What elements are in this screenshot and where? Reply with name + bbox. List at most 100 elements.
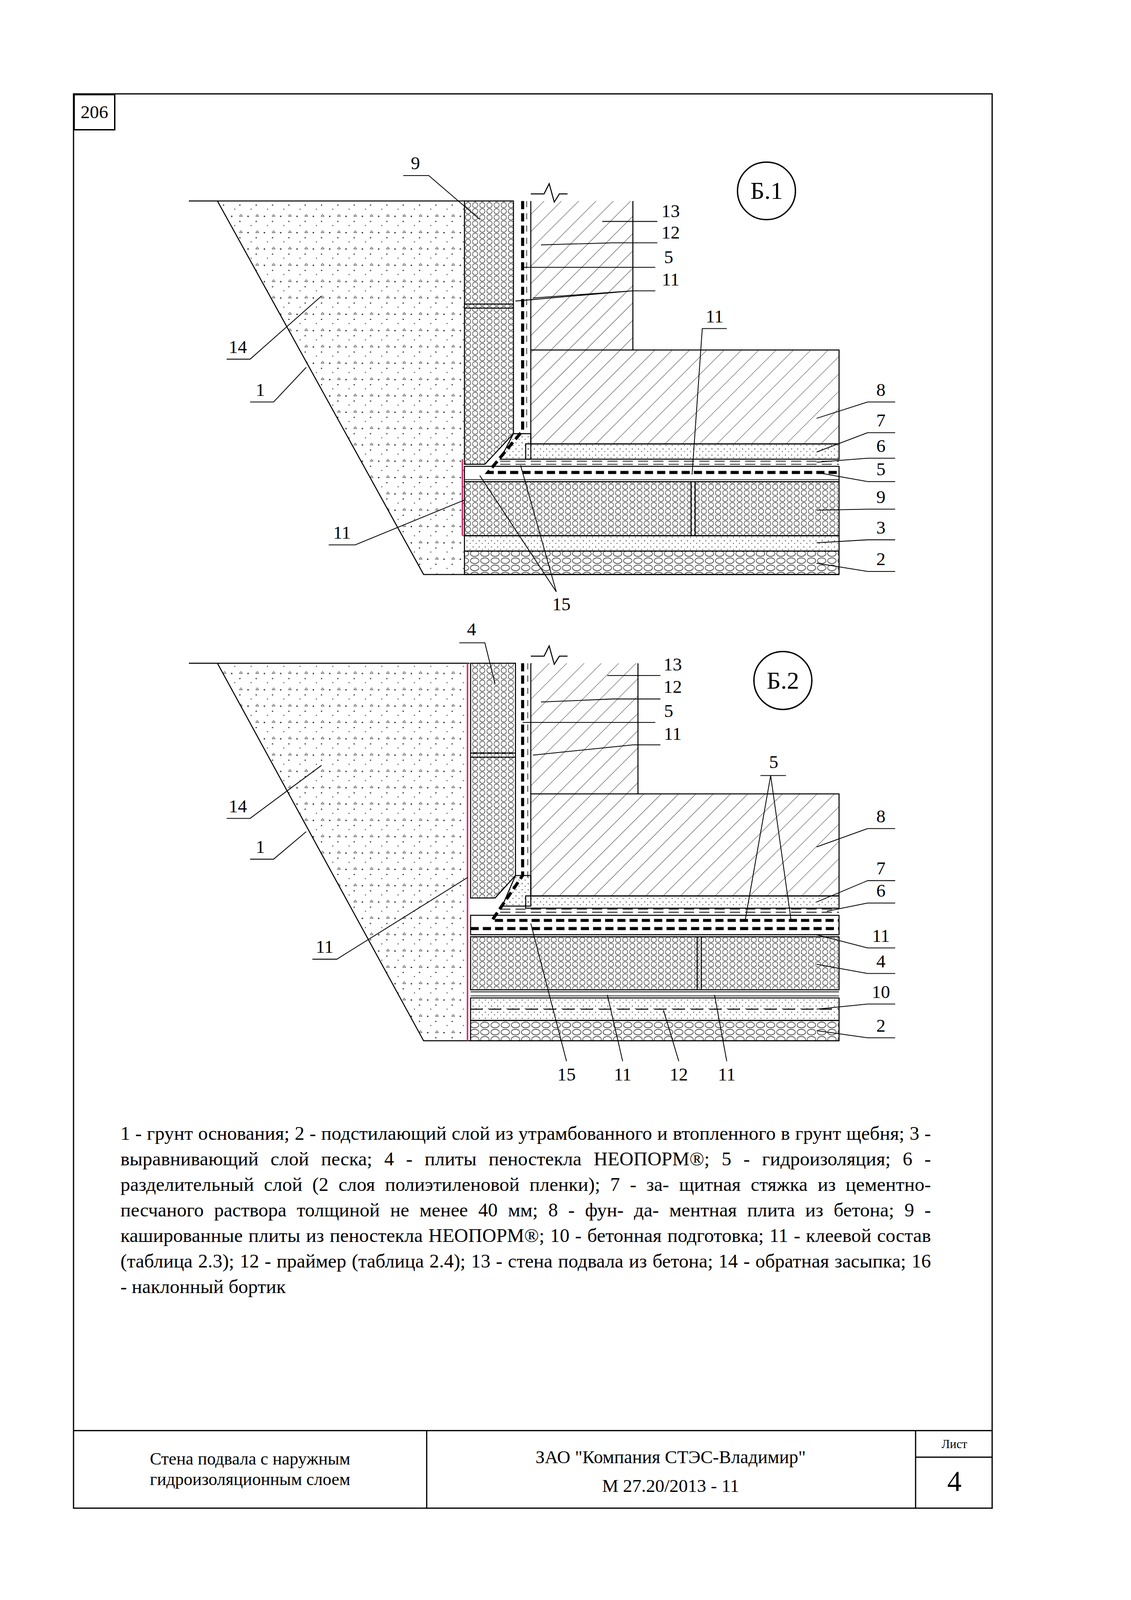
- drawing-part: [73, 93, 993, 1509]
- drawing-part: [525, 443, 840, 460]
- callout-number: 8: [875, 807, 887, 827]
- drawing-part: [522, 266, 656, 268]
- drawing-part: [461, 459, 464, 537]
- drawing-part: [663, 1010, 679, 1062]
- sheet-number-box: 206: [73, 93, 116, 131]
- callout-number: 1: [254, 380, 266, 400]
- callout-number: 11: [331, 523, 353, 543]
- drawing-part: [403, 175, 480, 220]
- callout-number: 5: [662, 701, 675, 721]
- drawing-part: [915, 1456, 993, 1459]
- drawing-part: [226, 296, 322, 360]
- callout-number: 11: [314, 937, 335, 957]
- drawing-part: [697, 937, 702, 991]
- callout-number: 8: [875, 380, 887, 400]
- drawing-part: [500, 461, 840, 465]
- detail-mark: Б.2: [766, 667, 800, 694]
- drawing-part: [530, 794, 840, 897]
- drawing-part: [217, 201, 465, 575]
- legend-note: 1 - грунт основания; 2 - подстилающий сл…: [120, 1120, 931, 1301]
- drawing-part: [464, 551, 840, 575]
- detail-circle: Б.1: [736, 161, 797, 221]
- node-text-group: Б.2: [766, 667, 800, 694]
- callout-number: 11: [716, 1065, 738, 1085]
- drawing-part: [73, 1430, 993, 1432]
- drawing-part: [816, 509, 896, 511]
- callout-number: 12: [661, 677, 683, 697]
- title-block-text: Лист: [941, 1438, 968, 1451]
- drawing-part: [470, 915, 840, 936]
- drawing-part: [530, 663, 638, 794]
- callout-number: 15: [550, 594, 572, 614]
- callout-number: 13: [660, 201, 682, 221]
- drawing-part: [500, 909, 840, 913]
- title-block-text: М 27.20/2013 - 11: [602, 1476, 740, 1496]
- callout-number: 7: [875, 411, 887, 431]
- drawing-part: [470, 663, 516, 899]
- callout-number: 5: [875, 459, 887, 480]
- drawing-part: [470, 753, 516, 758]
- drawing-part: [479, 465, 557, 592]
- callout-number: 12: [668, 1065, 690, 1085]
- callout-number: 12: [660, 223, 682, 243]
- drawing-part: [692, 328, 727, 475]
- drawing-part: [607, 675, 661, 677]
- drawing-part: [464, 304, 514, 309]
- drawing-part: [470, 998, 840, 1021]
- drawing-part: [915, 1431, 917, 1509]
- callout-number: 11: [612, 1065, 633, 1085]
- drawing-part: [470, 927, 840, 931]
- callout-number: 4: [465, 620, 478, 640]
- callout-number: 11: [704, 306, 725, 326]
- drawing-part: [816, 1004, 896, 1010]
- node-text-group: Б.1: [750, 177, 783, 204]
- drawing-part: [188, 201, 840, 575]
- drawing-part: [466, 663, 469, 1042]
- callout-number: 9: [875, 487, 887, 507]
- drawing-part: [530, 663, 638, 794]
- drawing-part: [470, 1020, 840, 1042]
- drawing-part: [464, 201, 514, 465]
- drawing-part: [188, 663, 840, 1042]
- sheet-number: 206: [80, 102, 109, 122]
- callout-number: 2: [875, 1016, 887, 1036]
- callout-number: 13: [661, 654, 683, 674]
- drawing-part: [312, 877, 468, 960]
- drawing-part: [464, 479, 840, 480]
- drawing-part: [250, 367, 307, 402]
- drawing-part: [226, 765, 322, 819]
- detail-circle: Б.2: [753, 651, 813, 711]
- drawing-part: [541, 699, 661, 703]
- title-block-text: ЗАО "Компания СТЭС-Владимир": [535, 1448, 806, 1468]
- drawing-part: [527, 663, 528, 878]
- callout-number: 6: [875, 881, 887, 901]
- sheet-frame: [73, 93, 993, 1509]
- drawing-part: [470, 1009, 840, 1011]
- callout-number: 11: [660, 270, 682, 290]
- drawing-part: [530, 201, 633, 351]
- drawing-part: [470, 934, 840, 936]
- drawing-part: [602, 221, 658, 223]
- drawing-part: [816, 880, 896, 903]
- leader-lines: [226, 175, 896, 1062]
- drawing-part: [526, 201, 527, 433]
- drawing-part: [745, 775, 792, 921]
- callout-number: 11: [870, 926, 892, 946]
- drawing-part: [426, 1431, 428, 1509]
- drawing-part: [502, 875, 532, 907]
- callout-number: 15: [556, 1065, 578, 1085]
- drawing-part: [459, 642, 496, 684]
- drawing-part: [691, 481, 696, 537]
- drawing-part: [530, 349, 840, 444]
- drawing-part: [217, 663, 468, 1042]
- drawing-part: [250, 831, 307, 860]
- drawing-part: [816, 828, 896, 848]
- drawing-part: [464, 481, 840, 537]
- drawing-part: [525, 896, 840, 909]
- drawing-part: [515, 291, 656, 302]
- drawing-part: [470, 937, 840, 991]
- drawing-part: [816, 540, 896, 544]
- drawing-part: [532, 745, 661, 756]
- title-block-text: 4: [947, 1467, 962, 1498]
